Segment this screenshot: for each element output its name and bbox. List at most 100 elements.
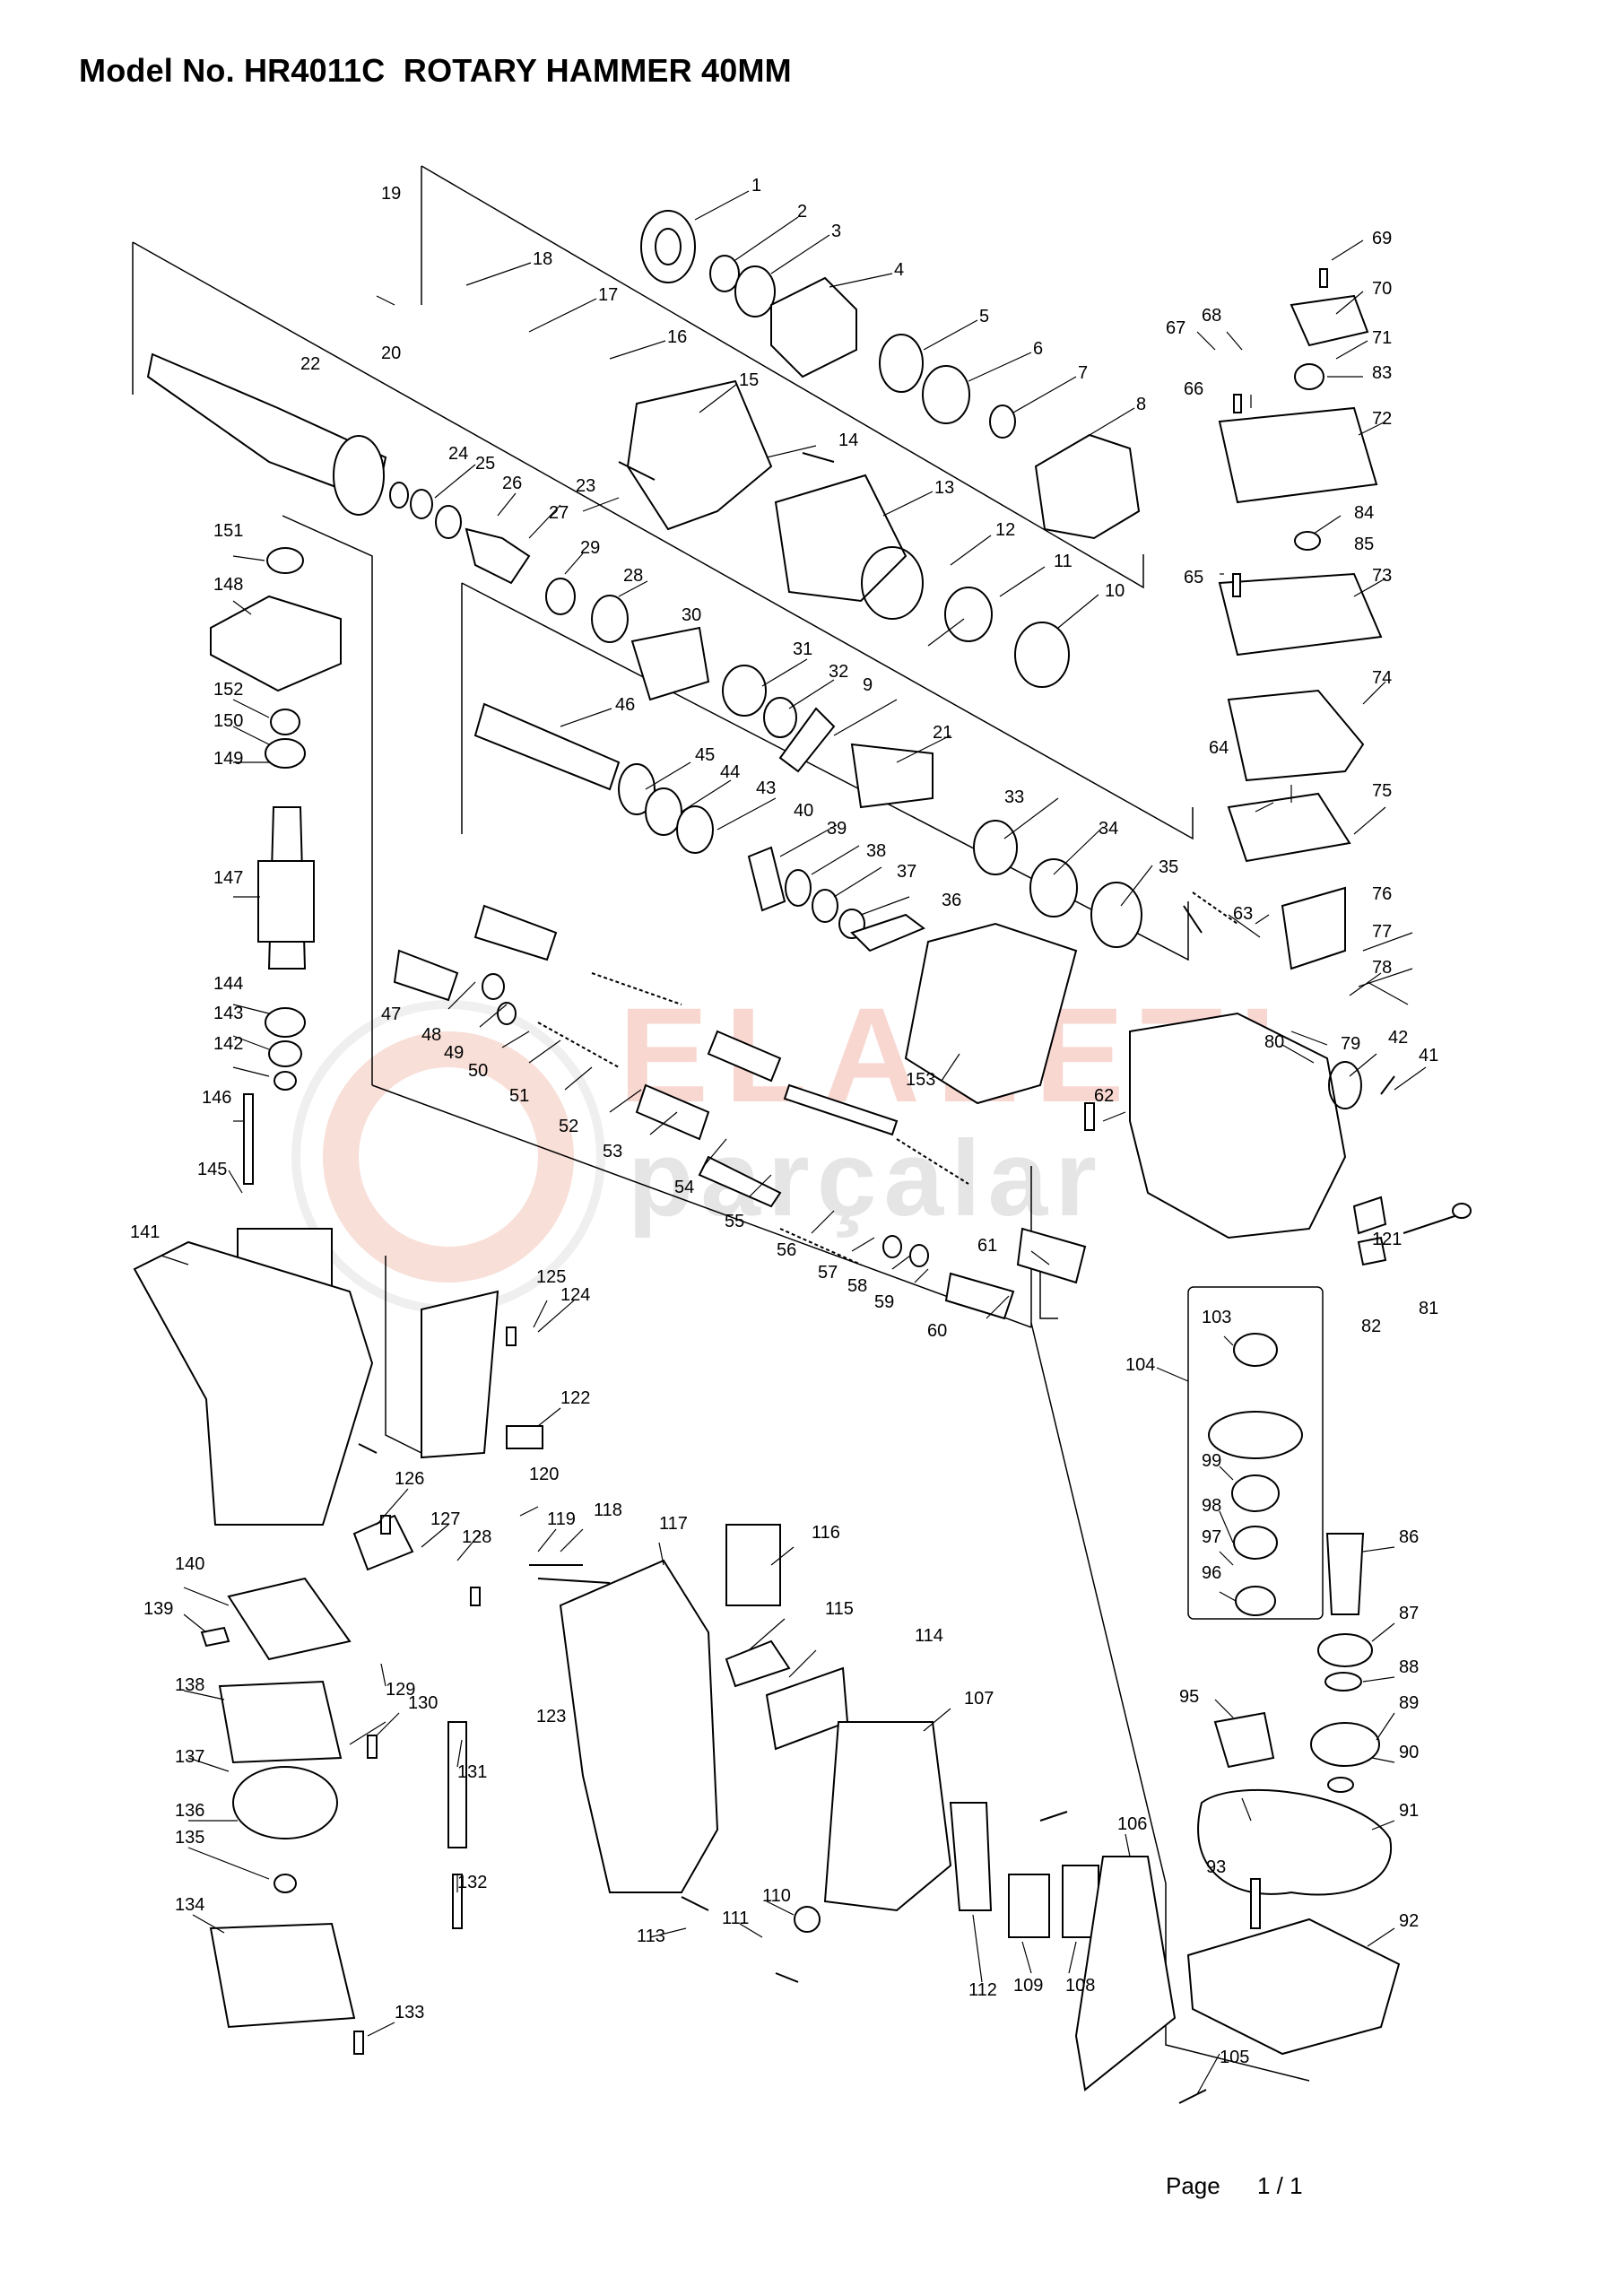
callout-label: 85 <box>1354 535 1374 554</box>
sleeve-parts <box>473 702 925 952</box>
callout-label: 64 <box>1209 738 1229 758</box>
callout-label: 149 <box>213 749 243 769</box>
callout-label: 105 <box>1220 2048 1249 2067</box>
callout-label: 107 <box>964 1689 994 1709</box>
callout-label: 113 <box>637 1926 665 1946</box>
callout-label: 144 <box>213 974 243 994</box>
callout-label: 30 <box>682 605 701 625</box>
callout-label: 37 <box>897 862 916 882</box>
callout-label: 53 <box>603 1142 622 1161</box>
callout-label: 67 <box>1166 318 1185 338</box>
callout-label: 84 <box>1354 503 1374 523</box>
callout-label: 131 <box>457 1762 487 1782</box>
callout-label: 7 <box>1078 363 1088 383</box>
callout-label: 42 <box>1388 1028 1408 1048</box>
callout-label: 6 <box>1033 339 1043 359</box>
callout-label: 117 <box>659 1514 688 1534</box>
callout-label: 151 <box>213 521 243 541</box>
callout-label: 153 <box>906 1070 935 1090</box>
callout-label: 66 <box>1184 379 1203 399</box>
callout-label: 89 <box>1399 1693 1419 1713</box>
callout-label: 12 <box>995 520 1015 540</box>
callout-label: 145 <box>197 1160 227 1179</box>
callout-label: 104 <box>1125 1355 1155 1375</box>
callout-label: 125 <box>536 1267 566 1287</box>
callout-label: 140 <box>175 1554 204 1574</box>
callout-label: 128 <box>462 1527 491 1547</box>
callout-label: 24 <box>448 444 468 464</box>
callout-label: 143 <box>213 1004 243 1023</box>
callout-label: 31 <box>793 639 812 659</box>
callout-label: 40 <box>794 801 813 821</box>
callout-label: 39 <box>827 819 847 839</box>
callout-label: 18 <box>533 249 552 269</box>
callout-label: 75 <box>1372 781 1392 801</box>
callout-label: 88 <box>1399 1657 1419 1677</box>
callout-label: 132 <box>457 1873 487 1892</box>
callout-label: 106 <box>1117 1814 1147 1834</box>
callout-label: 147 <box>213 868 243 888</box>
callout-label: 36 <box>942 891 961 910</box>
callout-label: 129 <box>386 1680 415 1700</box>
page-label: Page <box>1166 2172 1220 2199</box>
motor-housing-parts <box>133 1240 543 1526</box>
callout-label: 58 <box>847 1276 867 1296</box>
cylinder-parts <box>389 482 1203 948</box>
callout-label: 97 <box>1202 1527 1221 1547</box>
callout-label: 29 <box>580 538 600 558</box>
callout-label: 34 <box>1099 819 1118 839</box>
callout-label: 126 <box>395 1469 424 1489</box>
screw-parts <box>353 268 1328 2104</box>
page-title: Model No. HR4011C ROTARY HAMMER 40MM <box>79 52 792 89</box>
callout-label: 114 <box>915 1626 943 1646</box>
gear-train-parts <box>1186 1333 1401 2056</box>
armature-parts <box>210 547 342 1319</box>
callout-label: 79 <box>1341 1034 1360 1054</box>
callout-label: 32 <box>829 662 848 682</box>
callout-label: 20 <box>381 344 401 363</box>
callout-label: 22 <box>300 354 320 374</box>
callout-label: 87 <box>1399 1604 1419 1623</box>
callout-label: 35 <box>1159 857 1178 877</box>
callout-label: 124 <box>560 1285 590 1305</box>
callout-label: 46 <box>615 695 635 715</box>
callout-label: 93 <box>1206 1857 1226 1877</box>
callout-label: 121 <box>1372 1230 1402 1249</box>
callout-label: 122 <box>560 1388 590 1408</box>
callout-label: 27 <box>549 503 569 523</box>
callout-label: 136 <box>175 1801 204 1821</box>
callout-label: 1 <box>751 176 761 196</box>
callout-label: 146 <box>202 1088 231 1108</box>
brush-holder-parts <box>200 1514 467 2029</box>
callout-label: 49 <box>444 1043 464 1063</box>
callout-label: 68 <box>1202 306 1221 326</box>
callout-label: 25 <box>475 454 495 474</box>
callout-label: 45 <box>695 745 715 765</box>
callout-label: 26 <box>502 474 522 493</box>
callout-label: 71 <box>1372 328 1392 348</box>
callout-label: 41 <box>1419 1046 1438 1065</box>
callout-label: 52 <box>559 1117 578 1136</box>
callout-label: 47 <box>381 1004 401 1024</box>
callout-label: 134 <box>175 1895 204 1915</box>
callout-label: 8 <box>1136 395 1146 414</box>
callout-label: 92 <box>1399 1911 1419 1931</box>
callout-label: 142 <box>213 1034 243 1054</box>
callout-label: 33 <box>1004 787 1024 807</box>
callout-label: 108 <box>1065 1976 1095 1996</box>
callout-label: 127 <box>430 1509 460 1529</box>
callout-label: 51 <box>509 1086 529 1106</box>
barrel-housing-parts <box>626 379 1070 688</box>
callout-label: 74 <box>1372 668 1392 688</box>
front-chuck-parts <box>640 210 1141 540</box>
callout-label: 60 <box>927 1321 947 1341</box>
gear-housing-parts <box>904 922 1395 1239</box>
callout-label: 120 <box>529 1465 559 1484</box>
callout-label: 5 <box>979 307 989 326</box>
callout-labels: 1 2 3 4 5 6 7 8 9 10 11 12 13 14 15 16 1… <box>130 176 1438 2067</box>
callout-label: 21 <box>933 723 952 743</box>
callout-label: 28 <box>623 566 643 586</box>
callout-label: 50 <box>468 1061 488 1081</box>
callout-label: 55 <box>725 1212 744 1231</box>
callout-label: 73 <box>1372 566 1392 586</box>
